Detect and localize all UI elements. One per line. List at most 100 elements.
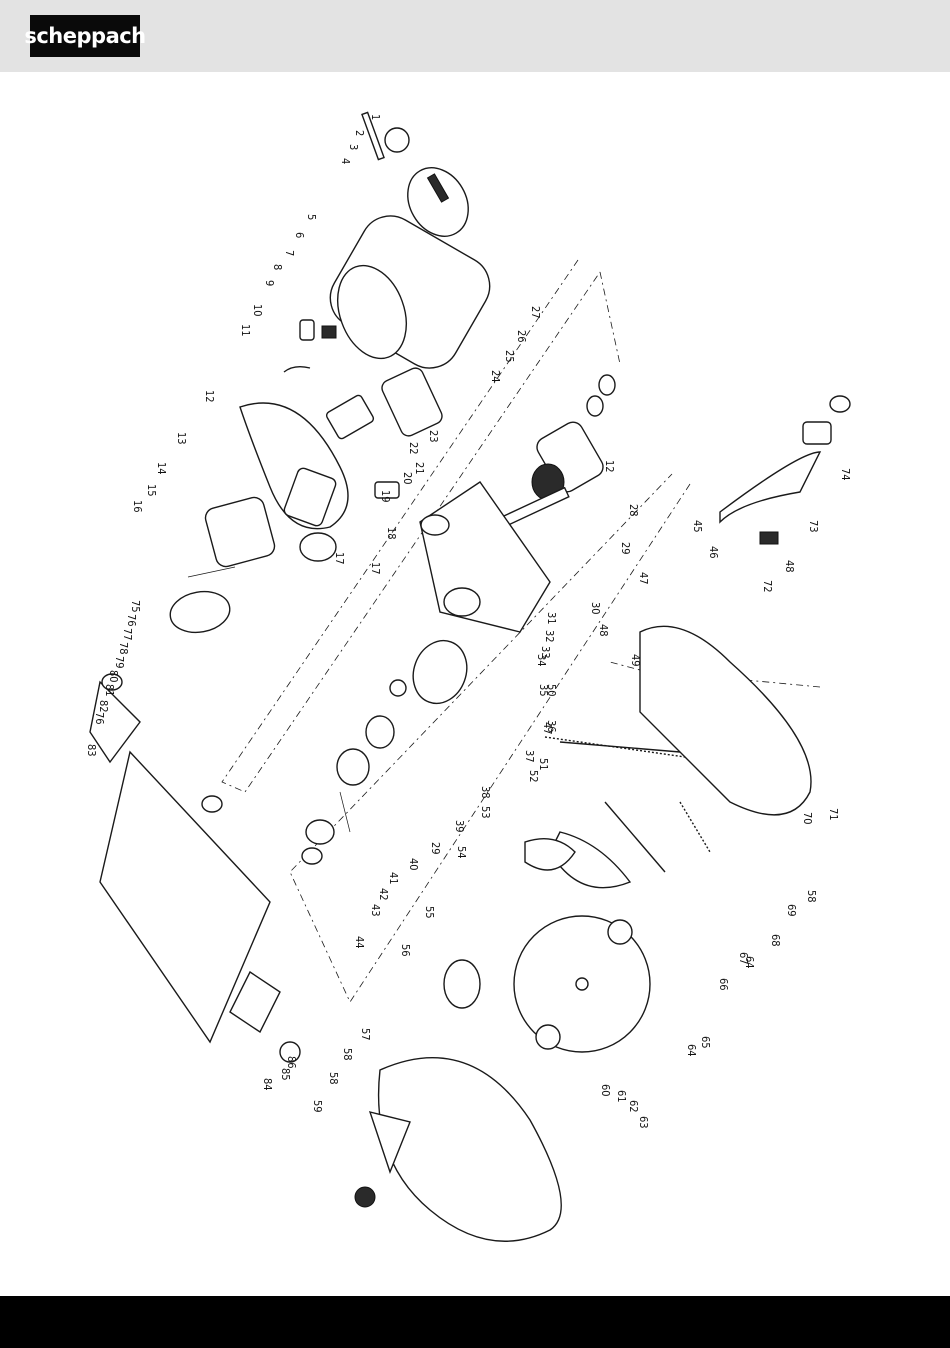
part-number-label: 5 [305, 214, 318, 220]
part-number-label: 51 [537, 758, 550, 771]
part-number-label: 57 [359, 1028, 372, 1041]
spindle-group [302, 633, 475, 864]
part-number-label: 70 [801, 812, 814, 825]
part-number-label: 45 [691, 520, 704, 533]
part-number-label: 55 [423, 906, 436, 919]
part-number-label: 83 [85, 744, 98, 757]
part-number-label: 73 [807, 520, 820, 533]
part-number-label: 76 [125, 614, 138, 627]
part-number-label: 76 [93, 712, 106, 725]
upper-guard [355, 1058, 561, 1242]
part-number-label: 9 [263, 280, 276, 286]
part-number-label: 63 [637, 1116, 650, 1129]
part-number-label: 43 [369, 904, 382, 917]
base-plate [90, 674, 300, 1062]
lower-guard-group [525, 626, 811, 887]
part-number-label: 47 [541, 722, 554, 735]
part-number-label: 7 [283, 250, 296, 256]
part-number-label: 8 [271, 264, 284, 270]
motor-housing-group [284, 112, 501, 440]
part-number-label: 6 [293, 232, 306, 238]
part-number-label: 13 [175, 432, 188, 445]
part-number-label: 32 [543, 630, 556, 643]
brand-logo: scheppach [30, 15, 140, 57]
part-number-label: 38 [479, 786, 492, 799]
bevel-group [720, 396, 850, 544]
part-number-label: 54 [455, 846, 468, 859]
part-number-label: 86 [285, 1056, 298, 1069]
armature-group [501, 375, 615, 526]
part-number-label: 30 [589, 602, 602, 615]
part-number-label: 37 [523, 750, 536, 763]
part-number-label: 82 [97, 700, 110, 713]
part-number-label: 75 [129, 600, 142, 613]
part-number-label: 40 [407, 858, 420, 871]
part-number-label: 2 [353, 130, 366, 136]
part-number-label: 14 [155, 462, 168, 475]
part-number-label: 77 [121, 628, 134, 641]
part-number-label: 64 [743, 956, 756, 969]
part-number-label: 48 [597, 624, 610, 637]
part-number-label: 23 [427, 430, 440, 443]
part-number-label: 17 [333, 552, 346, 565]
part-number-label: 16 [131, 500, 144, 513]
part-number-label: 66 [717, 978, 730, 991]
part-number-label: 58 [327, 1072, 340, 1085]
part-number-label: 20 [401, 472, 414, 485]
part-number-label: 4 [339, 158, 352, 164]
part-number-label: 68 [769, 934, 782, 947]
part-number-label: 25 [503, 350, 516, 363]
part-number-label: 21 [413, 462, 426, 475]
part-number-label: 3 [347, 144, 360, 150]
part-number-label: 18 [385, 527, 398, 540]
part-number-label: 15 [145, 484, 158, 497]
saw-blade [444, 916, 650, 1052]
part-number-label: 78 [117, 642, 130, 655]
part-number-label: 62 [627, 1100, 640, 1113]
part-number-label: 81 [103, 684, 116, 697]
part-number-label: 84 [261, 1078, 274, 1091]
part-number-label: 41 [387, 872, 400, 885]
part-number-label: 1 [369, 114, 382, 120]
part-number-label: 64 [685, 1044, 698, 1057]
part-number-label: 27 [529, 306, 542, 319]
part-number-label: 11 [239, 324, 252, 337]
part-number-label: 34 [535, 654, 548, 667]
part-number-label: 56 [399, 944, 412, 957]
part-number-label: 12 [203, 390, 216, 403]
part-number-label: 61 [615, 1090, 628, 1103]
part-number-label: 49 [629, 654, 642, 667]
part-number-label: 72 [761, 580, 774, 593]
part-number-label: 47 [637, 572, 650, 585]
part-number-label: 31 [545, 612, 558, 625]
part-number-label: 29 [429, 842, 442, 855]
part-number-label: 85 [279, 1068, 292, 1081]
part-number-label: 60 [599, 1084, 612, 1097]
part-number-label: 74 [839, 468, 852, 481]
part-number-label: 22 [407, 442, 420, 455]
part-number-label: 17 [369, 562, 382, 575]
part-number-label: 12 [603, 460, 616, 473]
part-number-label: 50 [545, 684, 558, 697]
part-number-label: 42 [377, 888, 390, 901]
part-number-label: 65 [699, 1036, 712, 1049]
part-number-label: 46 [707, 546, 720, 559]
part-number-label: 44 [353, 936, 366, 949]
footer-bar [0, 1296, 950, 1348]
part-number-label: 24 [489, 370, 502, 383]
part-number-label: 19 [379, 490, 392, 503]
part-number-label: 69 [785, 904, 798, 917]
part-number-label: 48 [783, 560, 796, 573]
part-number-label: 59 [311, 1100, 324, 1113]
part-number-label: 26 [515, 330, 528, 343]
part-number-label: 58 [805, 890, 818, 903]
part-number-label: 58 [341, 1048, 354, 1061]
part-number-label: 80 [107, 670, 120, 683]
header-bar: scheppach [0, 0, 950, 72]
part-number-label: 71 [827, 808, 840, 821]
part-number-label: 28 [627, 504, 640, 517]
part-number-label: 53 [479, 806, 492, 819]
diagram-canvas: 1234567891011121314151617171819202122232… [0, 72, 950, 1296]
part-number-label: 79 [113, 656, 126, 669]
